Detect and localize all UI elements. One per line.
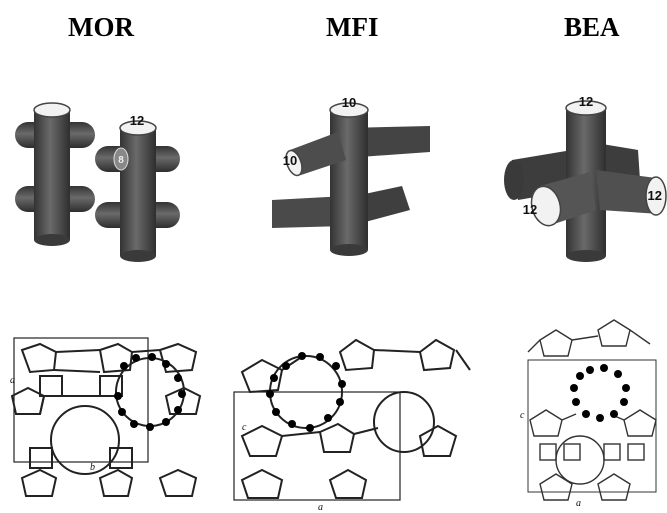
mfi-axis-a: a	[318, 502, 323, 513]
bea-axis-c: c	[520, 410, 525, 421]
bea-framework-drawing	[527, 319, 657, 501]
mfi-pore-label-10-left: 10	[283, 153, 297, 168]
bea-channel-model	[504, 100, 667, 262]
mfi-pore-label-10-top: 10	[342, 95, 356, 110]
mfi-channel-model	[272, 102, 430, 256]
mfi-axis-c: c	[242, 422, 247, 433]
mor-pore-label-8: 8	[118, 155, 124, 166]
mfi-ring-atoms	[266, 352, 346, 432]
bea-pore-label-12-left: 12	[523, 202, 537, 217]
bea-title: BEA	[564, 12, 620, 42]
mfi-title: MFI	[326, 12, 379, 42]
bea-axis-a: a	[576, 498, 581, 509]
mor-pore-label-12: 12	[130, 113, 144, 128]
mor-axis-a: a	[10, 375, 15, 386]
mor-framework-drawing	[10, 337, 202, 497]
mor-axis-b: b	[90, 462, 95, 473]
mfi-framework-drawing	[233, 338, 471, 501]
mor-title: MOR	[68, 12, 134, 42]
mor-ring-atoms	[114, 353, 186, 431]
bea-pore-label-12-top: 12	[579, 94, 593, 109]
mor-channel-model	[15, 102, 180, 262]
bea-ring-atoms	[570, 364, 630, 422]
bea-pore-label-12-right: 12	[648, 188, 662, 203]
